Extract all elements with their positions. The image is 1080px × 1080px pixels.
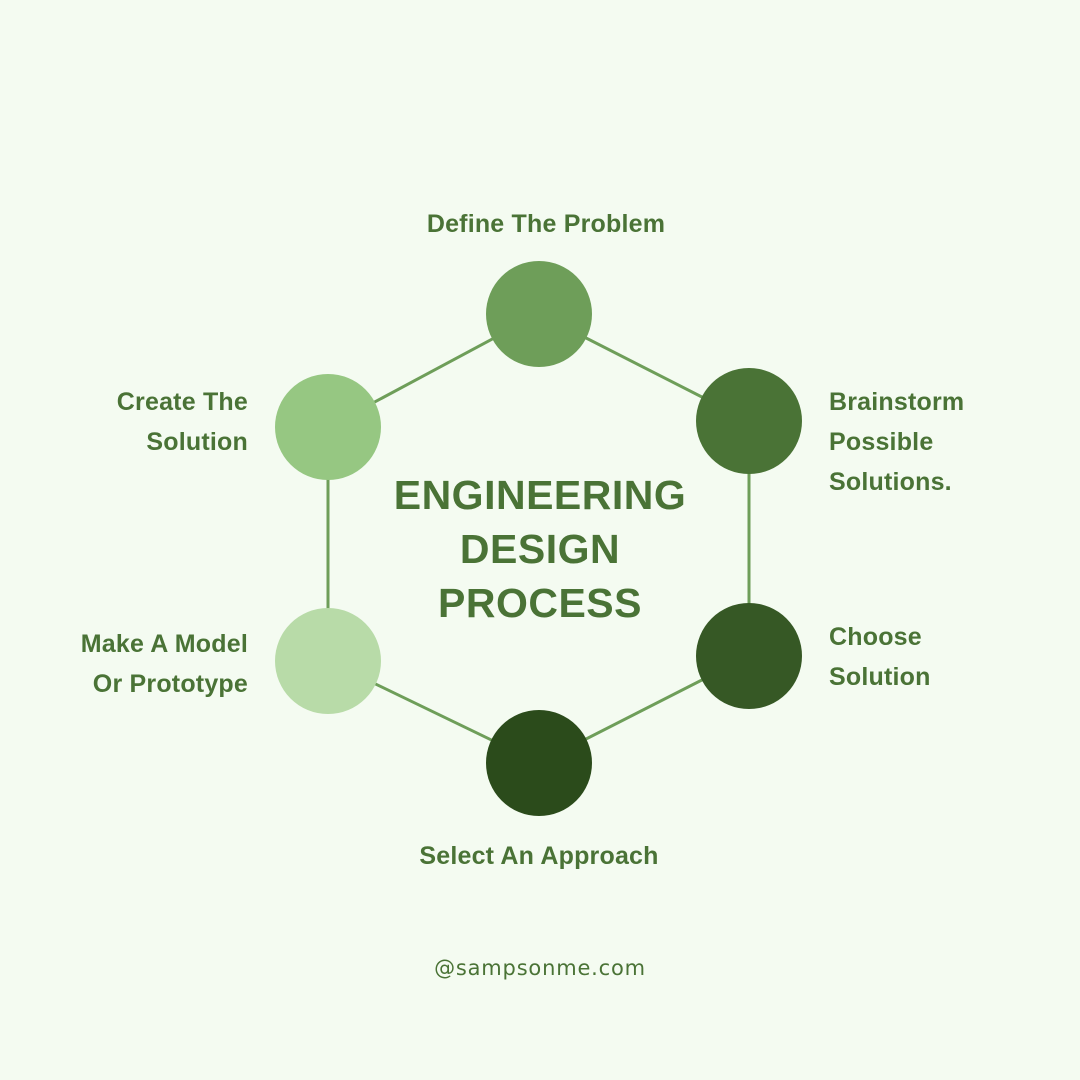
footer-handle: @sampsonme.com [434,956,646,980]
step-label-select-approach: Select An Approach [419,842,659,870]
step-label-brainstorm: Brainstorm Possible Solutions. [829,388,965,496]
node-select-approach [486,710,592,816]
node-define-problem [486,261,592,367]
step-label-define-problem: Define The Problem [426,210,666,238]
step-label-choose-solution: Choose Solution [829,623,931,691]
step-label-create-solution: Create The Solution [116,388,248,456]
node-brainstorm [696,368,802,474]
node-create-solution [275,374,381,480]
step-label-make-model: Make A Model Or Prototype [80,630,248,698]
center-title: ENGINEERING DESIGN PROCESS [393,472,687,626]
node-choose-solution [696,603,802,709]
node-make-model [275,608,381,714]
step-nodes [275,261,802,816]
